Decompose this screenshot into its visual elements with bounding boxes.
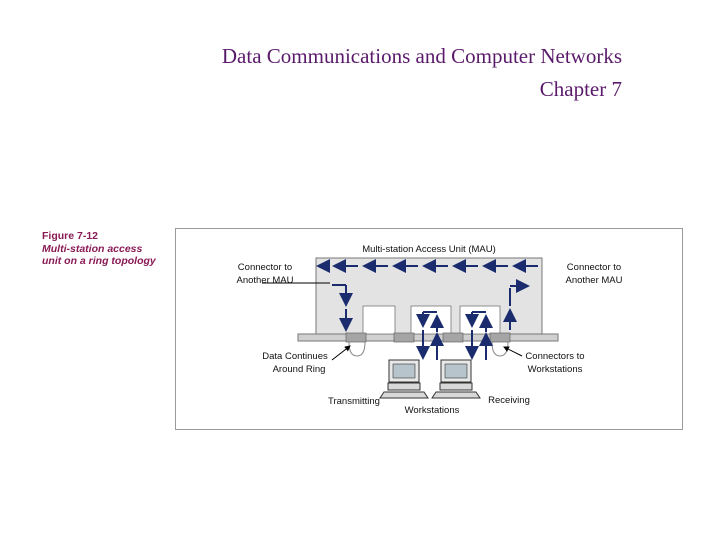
port-slot: [410, 305, 452, 335]
data-continues-label-1: Data Continues: [262, 351, 328, 362]
mau-diagram: Multi-station Access Unit (MAU) Connecto…: [175, 228, 683, 430]
slide-title: Data Communications and Computer Network…: [222, 40, 622, 106]
figure-caption-line-2: unit on a ring topology: [42, 255, 156, 267]
receiving-label: Receiving: [488, 395, 530, 406]
workstation-2-icon: [431, 359, 481, 399]
port-slot: [362, 305, 396, 335]
connector-block: [489, 332, 511, 343]
left-ring-path: [332, 284, 353, 332]
connector-block: [393, 332, 415, 343]
connector-left-label-1: Connector to: [238, 262, 292, 273]
figure-caption: Figure 7-12 Multi-station access unit on…: [42, 230, 172, 268]
figure-number: Figure 7-12: [42, 230, 99, 242]
slide-title-line-1: Data Communications and Computer Network…: [221, 44, 622, 68]
slide-title-line-2: Chapter 7: [539, 77, 622, 101]
figure-caption-line-1: Multi-station access: [42, 242, 143, 255]
mau-backplane: [297, 333, 559, 342]
connector-right-label-2: Another MAU: [565, 275, 622, 286]
connector-right-label-1: Connector to: [567, 262, 621, 273]
connector-block: [345, 332, 367, 343]
workstation-loop-2: [465, 311, 493, 360]
workstations-label: Workstations: [405, 405, 460, 416]
right-ring-path: [503, 279, 530, 330]
connectors-ws-label-2: Workstations: [528, 364, 583, 375]
connector-block: [442, 332, 464, 343]
mau-label: Multi-station Access Unit (MAU): [362, 244, 496, 255]
port-slot: [459, 305, 501, 335]
workstation-1-icon: [379, 359, 429, 399]
data-continues-label-2: Around Ring: [273, 364, 326, 375]
transmitting-label: Transmitting: [328, 396, 380, 407]
connectors-ws-label-1: Connectors to: [525, 351, 584, 362]
callout-lines: [262, 282, 523, 361]
connector-left-label-2: Another MAU: [236, 275, 293, 286]
workstation-loop-1: [416, 311, 444, 360]
